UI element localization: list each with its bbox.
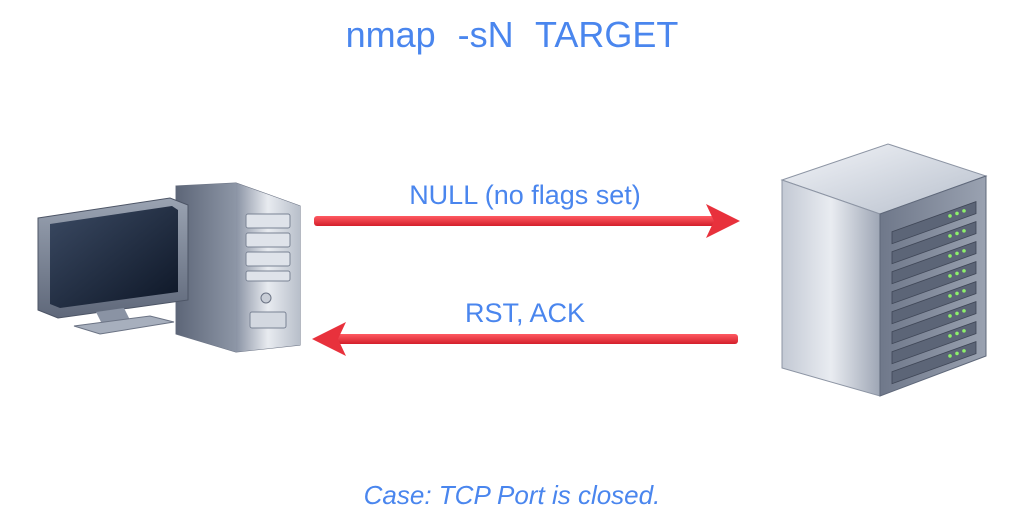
status-led-icon	[955, 271, 959, 276]
request-label: NULL (no flags set)	[409, 180, 641, 210]
status-led-icon	[962, 269, 966, 273]
status-led-icon	[948, 234, 952, 238]
request-arrow	[314, 204, 740, 238]
command-title: nmap -sN TARGET	[345, 14, 679, 55]
desktop-computer-icon	[37, 182, 301, 353]
status-led-icon	[962, 249, 966, 253]
server-slot	[891, 301, 977, 345]
response-label: RST, ACK	[464, 298, 586, 328]
status-led-icon	[962, 309, 966, 313]
status-led-icon	[948, 274, 952, 278]
status-led-icon	[962, 329, 966, 333]
status-led-icon	[962, 349, 966, 353]
status-led-icon	[955, 231, 959, 236]
server-slot	[891, 341, 977, 385]
status-led-icon	[948, 254, 952, 258]
status-led-icon	[948, 294, 952, 298]
status-led-icon	[955, 331, 959, 336]
status-led-icon	[948, 354, 952, 358]
server-slot	[891, 201, 977, 245]
server-slot	[891, 261, 977, 305]
status-led-icon	[948, 214, 952, 218]
status-led-icon	[948, 314, 952, 318]
status-led-icon	[962, 209, 966, 213]
status-led-icon	[962, 289, 966, 293]
status-led-icon	[948, 334, 952, 338]
server-slot	[891, 321, 977, 365]
status-led-icon	[955, 291, 959, 296]
status-led-icon	[955, 311, 959, 316]
status-led-icon	[955, 211, 959, 216]
case-caption: Case: TCP Port is closed.	[363, 480, 661, 510]
server-drive-slots	[891, 201, 977, 385]
status-led-icon	[955, 251, 959, 256]
response-arrow	[312, 322, 738, 356]
status-led-icon	[962, 229, 966, 233]
server-slot	[891, 241, 977, 285]
server-slot	[891, 221, 977, 265]
status-led-icon	[955, 351, 959, 356]
server-slot	[891, 281, 977, 325]
